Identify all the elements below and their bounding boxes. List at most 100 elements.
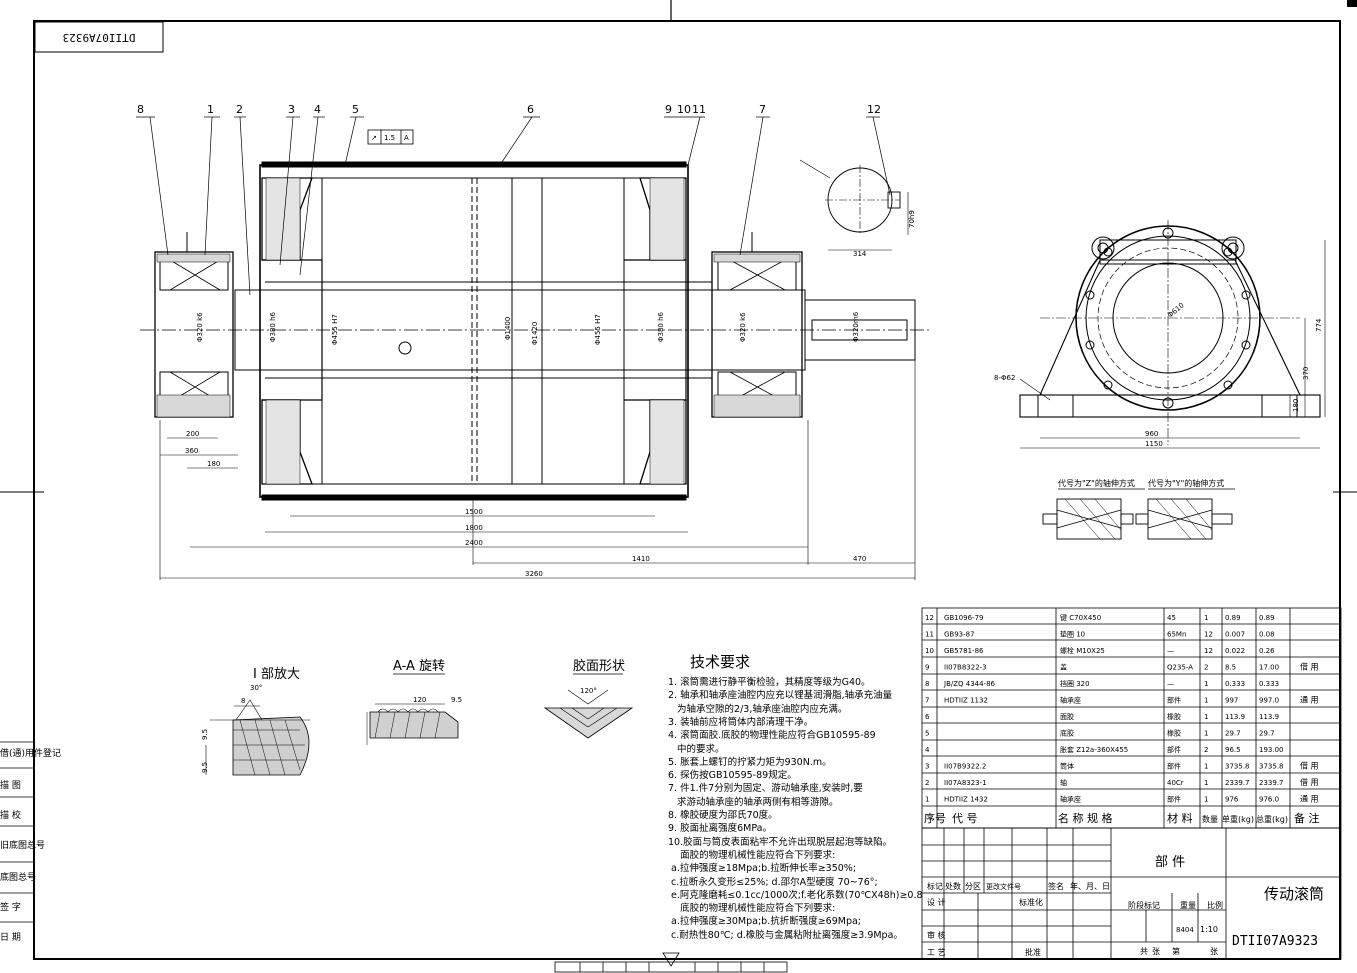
bom-cell: 29.7 xyxy=(1225,730,1241,738)
bom-cell: 部件 xyxy=(1167,795,1181,804)
weight-value: 8404 xyxy=(1176,926,1194,934)
svg-text:1800: 1800 xyxy=(465,524,483,532)
tech-line: a.拉伸强度≥30Mpa;b.抗折断强度≥69Mpa; xyxy=(668,916,862,928)
bom-cell: 0.26 xyxy=(1259,647,1275,655)
svg-text:单重(kg): 单重(kg) xyxy=(1222,814,1254,824)
top-code: DTII07A9323 xyxy=(63,31,136,44)
bom-cell: HDTIIZ 1432 xyxy=(944,796,988,804)
dia-455H7-right: Φ455 H7 xyxy=(594,314,602,345)
bom-cell: GB93-87 xyxy=(944,631,975,639)
bom-cell: 筒体 xyxy=(1060,762,1074,771)
bom-cell: 976 xyxy=(1225,796,1239,804)
bom-cell: 借 用 xyxy=(1300,761,1319,771)
svg-text:序号: 序号 xyxy=(924,811,946,825)
balloon-3: 3 xyxy=(288,103,295,116)
dimension-texts: 200 360 180 1500 1800 2400 1410 470 3260 xyxy=(185,430,866,578)
bom-cell: 7 xyxy=(925,697,929,705)
drawing-frame xyxy=(33,20,1341,960)
bom-cell: 1 xyxy=(1204,697,1208,705)
bom-cell: 1 xyxy=(1204,763,1208,771)
svg-text:180: 180 xyxy=(207,460,220,468)
svg-text:2400: 2400 xyxy=(465,539,483,547)
dia-380h6-left: Φ380 h6 xyxy=(269,311,277,342)
svg-text:阶段标记: 阶段标记 xyxy=(1128,900,1160,910)
detail-rubber-pattern xyxy=(543,689,634,739)
balloon-10: 10 xyxy=(677,103,691,116)
balloons: 8 1 2 3 4 5 6 9 10 11 7 12 xyxy=(137,103,881,116)
bom-cell: 8.5 xyxy=(1225,664,1236,672)
dia-1420: Φ1420 xyxy=(531,322,539,345)
dia-380h6-right: Φ380 h6 xyxy=(657,311,665,342)
svg-text:代 号: 代 号 xyxy=(952,812,978,825)
svg-text:9.5: 9.5 xyxy=(201,762,209,773)
detail-title-1: I 部放大 xyxy=(253,667,300,682)
top-code-box: DTII07A9323 xyxy=(34,21,164,53)
svg-text:数量: 数量 xyxy=(1202,814,1218,824)
tech-line: 6. 探伤按GB10595-89规定。 xyxy=(668,770,797,782)
balloon-2: 2 xyxy=(236,103,243,116)
svg-text:比例: 比例 xyxy=(1207,900,1223,910)
svg-text:签名: 签名 xyxy=(1048,881,1064,891)
bom-cell: 1 xyxy=(1204,614,1208,622)
bom-cell: JB/ZQ 4344-86 xyxy=(943,680,996,688)
bom-cell: 6 xyxy=(925,713,930,721)
detail-title-2: A-A 旋转 xyxy=(393,659,445,674)
side-label-6: 日 期 xyxy=(0,933,21,943)
balloon-9: 9 xyxy=(665,103,672,116)
bom-cell: 29.7 xyxy=(1259,730,1275,738)
bom-cell: 0.022 xyxy=(1225,647,1245,655)
bom-cell: Q235-A xyxy=(1167,664,1193,672)
bom-cell: HDTIIZ 1132 xyxy=(944,697,988,705)
dim-70h9: 70h9 xyxy=(908,210,916,228)
detail-a-a xyxy=(366,703,459,745)
bom-cell: 0.89 xyxy=(1225,614,1241,622)
bom-cell: 橡胶 xyxy=(1167,712,1181,721)
bom-cell: 113.9 xyxy=(1259,713,1279,721)
bom-cell: 部件 xyxy=(1167,762,1181,771)
tolerance-frame: ↗ 1.5 A xyxy=(367,129,414,145)
dia-1400: Φ1400 xyxy=(504,317,512,340)
tech-line: e.阿克隆磨耗≤0.1cc/1000次;f.老化系数(70℃X48h)≥0.8 xyxy=(668,889,923,901)
bom-cell: 胀套 Z12a-360X455 xyxy=(1060,745,1128,754)
bom-header: 序号 代 号 名 称 规 格 材 料 数量 单重(kg) 总重(kg) 备 注 xyxy=(924,811,1320,825)
svg-text:120°: 120° xyxy=(580,687,597,695)
bom-cell: 盖 xyxy=(1060,663,1067,672)
side-label-3: 旧底图总号 xyxy=(0,841,46,851)
bom-cell: 45 xyxy=(1167,614,1176,622)
side-label-4: 底图总号 xyxy=(0,873,37,883)
svg-text:A: A xyxy=(404,134,409,142)
bom-cell: 4 xyxy=(925,746,930,754)
bom-cell: 通 用 xyxy=(1300,695,1319,705)
drawing-code: DTII07A9323 xyxy=(1232,934,1318,949)
side-column-grid xyxy=(0,741,33,923)
bom-cell: 976.0 xyxy=(1259,796,1279,804)
bom-cell: 12 xyxy=(1204,631,1213,639)
side-label-1: 描 图 xyxy=(0,781,21,791)
bom-cell: 40Cr xyxy=(1167,779,1184,787)
bom-cell: 12 xyxy=(1204,647,1213,655)
svg-text:470: 470 xyxy=(853,555,866,563)
bom-cell: 113.9 xyxy=(1225,713,1245,721)
tech-line: a.拉伸强度≥18Mpa;b.拉断伸长率≥350%; xyxy=(668,863,857,875)
svg-text:备 注: 备 注 xyxy=(1294,811,1320,825)
bom-cell: 997.0 xyxy=(1259,697,1279,705)
svg-text:120: 120 xyxy=(413,696,426,704)
bom-cell: 部件 xyxy=(1167,745,1181,754)
bom-cell: 3735.8 xyxy=(1225,763,1250,771)
tech-line: 底胶的物理机械性能应符合下列要求: xyxy=(668,903,836,915)
svg-text:共: 共 xyxy=(1140,947,1148,956)
svg-text:标准化: 标准化 xyxy=(1019,897,1043,907)
shaft-extension-options xyxy=(1042,488,1235,540)
tech-line: 2. 轴承和轴承座油腔内应充以锂基润滑脂,轴承充油量 xyxy=(668,690,893,702)
svg-text:3260: 3260 xyxy=(525,570,543,578)
bom-cell: GB1096-79 xyxy=(944,614,983,622)
balloon-8: 8 xyxy=(137,103,144,116)
dia-320m6: Φ320m6 xyxy=(852,311,860,342)
svg-text:工 艺: 工 艺 xyxy=(927,948,946,957)
svg-text:1500: 1500 xyxy=(465,508,483,516)
bom-cell: 垫圈 10 xyxy=(1060,630,1085,639)
svg-text:30°: 30° xyxy=(250,684,262,692)
svg-text:370: 370 xyxy=(1302,367,1310,380)
bom-cell: 2 xyxy=(925,779,929,787)
